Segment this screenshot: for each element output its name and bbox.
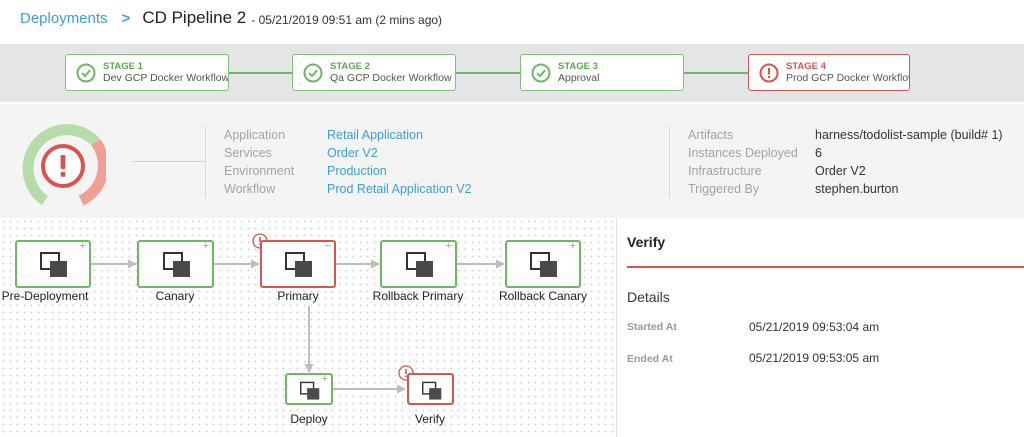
triggered-by-value: stephen.burton: [815, 182, 899, 196]
stacked-squares-icon: [40, 252, 67, 277]
node-label: Rollback Primary: [372, 289, 464, 303]
collapse-toggle[interactable]: −: [324, 240, 331, 252]
page-subtitle: - 05/21/2019 09:51 am (2 mins ago): [251, 12, 443, 27]
workflow-canvas[interactable]: + Pre-Deployment + Canary − Primary + Ro…: [0, 218, 616, 437]
started-at-value: 05/21/2019 09:53:04 am: [749, 320, 880, 334]
stacked-squares-icon: [163, 252, 190, 277]
info-key: Environment: [224, 164, 295, 178]
node-rollback-primary[interactable]: +: [380, 240, 457, 288]
header: Deployments > CD Pipeline 2 - 05/21/2019…: [0, 0, 1024, 36]
stage-name: Approval: [558, 72, 600, 84]
node-deploy[interactable]: +: [285, 373, 333, 405]
info-key: Services: [224, 146, 272, 160]
node-label: Primary: [277, 289, 319, 303]
instances-value: 6: [815, 146, 822, 160]
environment-link[interactable]: Production: [327, 164, 387, 178]
node-verify[interactable]: [407, 373, 454, 405]
info-key: Workflow: [224, 182, 276, 196]
stage-number: STAGE 2: [330, 61, 370, 72]
node-label: Verify: [414, 412, 445, 426]
stage-number: STAGE 3: [558, 61, 598, 72]
stage-4[interactable]: STAGE 4 Prod GCP Docker Workflow: [748, 54, 910, 91]
stacked-squares-icon: [421, 381, 442, 400]
info-right-keys: Artifacts Instances Deployed Infrastruct…: [688, 126, 798, 198]
status-gauge: [22, 124, 106, 206]
node-label: Pre-Deployment: [1, 289, 89, 303]
expand-toggle[interactable]: +: [202, 240, 209, 252]
infrastructure-value: Order V2: [815, 164, 866, 178]
stacked-squares-icon: [530, 252, 557, 277]
details-heading: Details: [627, 289, 670, 305]
status-bar: [627, 266, 1024, 268]
info-left-values: Retail Application Order V2 Production P…: [327, 126, 472, 198]
divider: [669, 126, 670, 198]
workflow-connectors: [91, 259, 505, 394]
node-canary[interactable]: +: [137, 240, 214, 288]
artifacts-value: harness/todolist-sample (build# 1): [815, 128, 1003, 142]
panel-title: Verify: [627, 234, 666, 250]
started-at-label: Started At: [627, 321, 677, 333]
stage-number: STAGE 4: [786, 61, 826, 72]
expand-toggle[interactable]: +: [79, 240, 86, 252]
stage-number: STAGE 1: [103, 61, 143, 72]
node-rollback-canary[interactable]: +: [505, 240, 581, 288]
stage-connector: [229, 72, 292, 74]
stacked-squares-icon: [299, 381, 320, 400]
ended-at-value: 05/21/2019 09:53:05 am: [749, 351, 880, 365]
stage-name: Dev GCP Docker Workflow: [103, 72, 228, 84]
node-primary[interactable]: −: [260, 240, 336, 288]
breadcrumb-chevron-icon: >: [121, 9, 131, 27]
info-key: Triggered By: [688, 182, 760, 196]
expand-toggle[interactable]: +: [569, 240, 576, 252]
node-pre-deployment[interactable]: +: [15, 240, 91, 288]
info-key: Application: [224, 128, 286, 142]
info-key: Infrastructure: [688, 164, 762, 178]
expand-toggle[interactable]: +: [445, 240, 452, 252]
ended-at-label: Ended At: [627, 353, 673, 365]
info-left-keys: Application Services Environment Workflo…: [224, 126, 294, 198]
stage-bar: STAGE 1 Dev GCP Docker Workflow STAGE 2 …: [0, 44, 1024, 102]
stacked-squares-icon: [406, 252, 433, 277]
breadcrumb-deployments[interactable]: Deployments: [20, 9, 108, 27]
check-circle-icon: [531, 63, 551, 82]
node-label: Canary: [155, 289, 195, 303]
stage-name: Prod GCP Docker Workflow: [786, 72, 909, 84]
page-title: CD Pipeline 2: [142, 8, 247, 27]
application-link[interactable]: Retail Application: [327, 128, 423, 142]
check-circle-icon: [303, 63, 323, 82]
stage-1[interactable]: STAGE 1 Dev GCP Docker Workflow: [65, 54, 229, 91]
service-link[interactable]: Order V2: [327, 146, 378, 160]
stage-3[interactable]: STAGE 3 Approval: [520, 54, 684, 91]
info-key: Artifacts: [688, 128, 734, 142]
stage-2[interactable]: STAGE 2 Qa GCP Docker Workflow: [292, 54, 456, 91]
stage-name: Qa GCP Docker Workflow: [330, 72, 452, 84]
stacked-squares-icon: [285, 252, 312, 277]
stage-connector: [456, 72, 520, 74]
expand-toggle[interactable]: +: [321, 373, 328, 385]
divider: [205, 126, 206, 198]
node-label: Rollback Canary: [498, 289, 588, 303]
details-panel: Verify Details Started At 05/21/2019 09:…: [616, 218, 1024, 437]
node-label: Deploy: [290, 412, 328, 426]
gauge-connector: [133, 161, 205, 162]
exclamation-circle-icon: [759, 63, 779, 82]
stage-connector: [684, 72, 748, 74]
check-circle-icon: [76, 63, 96, 82]
execution-summary: Application Services Environment Workflo…: [0, 104, 1024, 218]
info-right-values: harness/todolist-sample (build# 1) 6 Ord…: [815, 126, 1003, 198]
workflow-link[interactable]: Prod Retail Application V2: [327, 182, 472, 196]
info-key: Instances Deployed: [688, 146, 798, 160]
